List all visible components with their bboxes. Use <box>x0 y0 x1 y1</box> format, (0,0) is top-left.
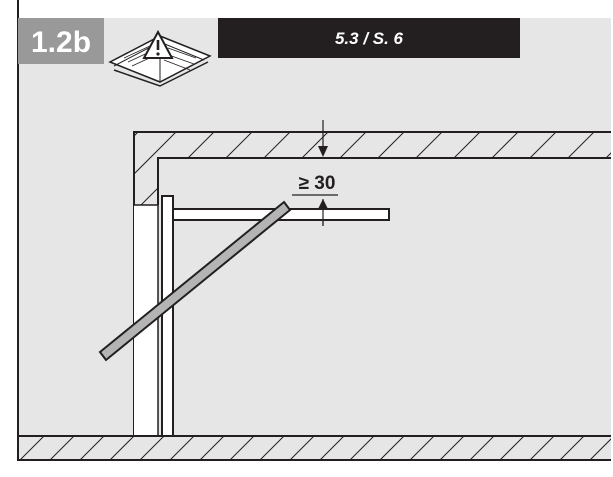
hatch-line <box>439 436 465 460</box>
hatch-line <box>259 436 285 460</box>
hatch-line <box>229 436 255 460</box>
hatch-line <box>529 436 555 460</box>
hatch-line <box>469 436 495 460</box>
hatch-line <box>79 436 105 460</box>
hatch-line <box>589 438 611 460</box>
hatch-line <box>19 436 45 460</box>
floor <box>18 435 611 460</box>
door-panel <box>98 200 292 362</box>
hatch-line <box>379 436 405 460</box>
hatch-line <box>109 436 135 460</box>
hatch-line <box>49 436 75 460</box>
diagram-panel <box>18 18 611 460</box>
hatch-line <box>499 436 525 460</box>
hatch-line <box>349 436 375 460</box>
hatch-line <box>134 132 177 205</box>
hatch-line <box>169 436 195 460</box>
manual-warning-icon <box>108 29 212 87</box>
hatch-line <box>199 436 225 460</box>
vertical-track <box>161 195 174 437</box>
hatch-line <box>409 436 435 460</box>
step-badge <box>18 18 104 64</box>
hatch-line <box>559 436 585 460</box>
clearance-label: ≥ 30 <box>299 173 336 194</box>
panel-border <box>17 0 611 461</box>
hatch-line <box>289 436 315 460</box>
step-label: 1.2b <box>31 26 91 59</box>
hatch-line <box>319 436 345 460</box>
reference-bar <box>218 18 520 58</box>
clearance-dimension <box>292 120 338 226</box>
reference-label: 5.3 / S. 6 <box>335 29 404 48</box>
hatch-line <box>139 436 165 460</box>
